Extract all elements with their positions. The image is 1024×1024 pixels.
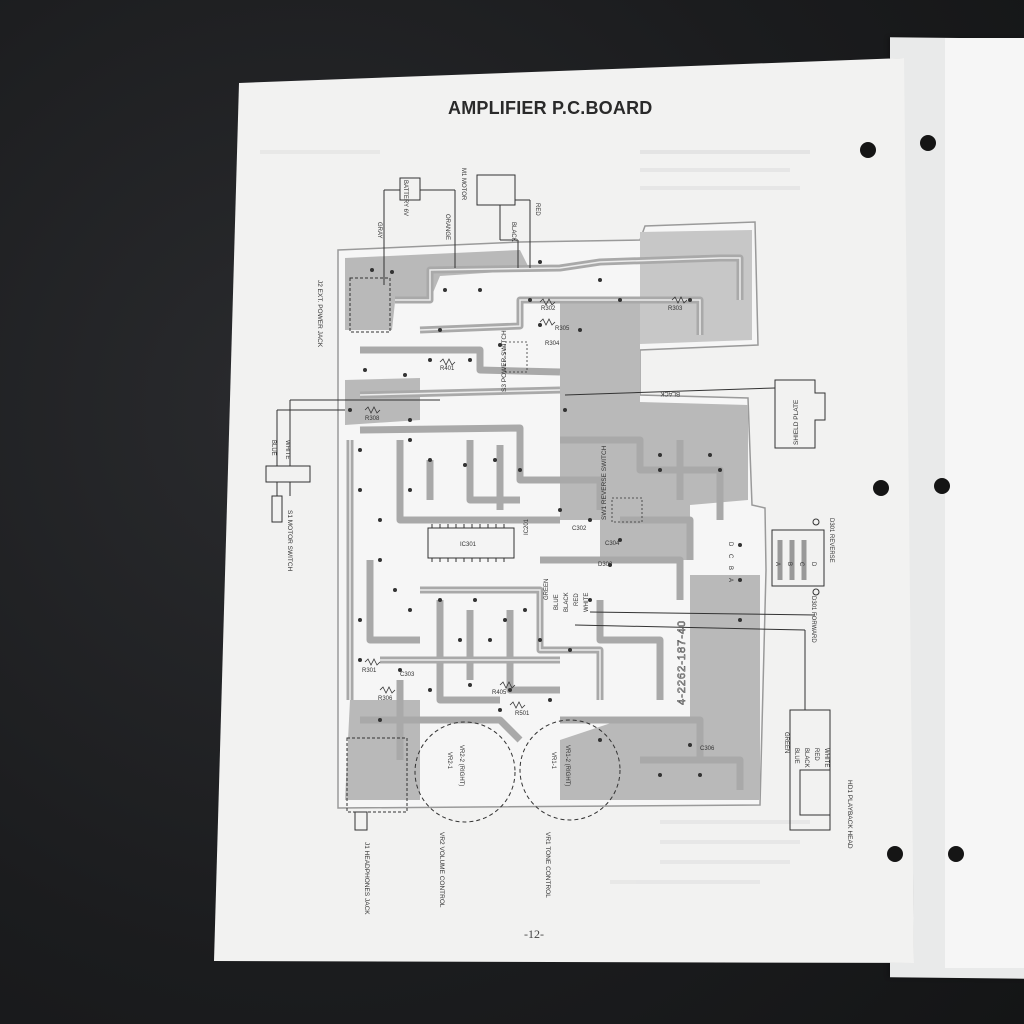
capacitor-label: C304 — [605, 541, 620, 547]
capacitor-label: C302 — [572, 526, 587, 532]
headphones-jack: J1 HEADPHONES JACK — [346, 737, 408, 915]
board-code: 4-2262-187-40 — [676, 620, 688, 705]
wire-label: BLUE — [270, 440, 276, 456]
motor-switch-label: S1 MOTOR SWITCH — [286, 510, 293, 572]
power-switch-label: S3 POWER SWITCH — [501, 330, 508, 392]
wire-label: RED — [534, 203, 540, 216]
wire-label: GREEN — [783, 732, 789, 753]
ext-power-jack-label: J2 EXT. POWER JACK — [316, 280, 323, 348]
wire-label: BLUE — [793, 748, 799, 764]
motor-switch: BLUE WHITE S1 MOTOR SWITCH — [265, 399, 440, 572]
page-number: -12- — [524, 927, 544, 941]
svg-text:GREEN: GREEN — [544, 579, 550, 600]
ic-label: IC301 — [460, 542, 477, 548]
svg-text:D: D — [727, 542, 733, 547]
volume-control-label: VR2 VOLUME CONTROL — [438, 832, 445, 908]
resistor-label: R501 — [515, 711, 530, 717]
playback-head-label: HD1 PLAYBACK HEAD — [846, 780, 853, 849]
capacitor-label: C303 — [400, 672, 415, 678]
wire-label: BLACK — [510, 222, 516, 242]
svg-text:VR1-1: VR1-1 — [550, 752, 556, 770]
ic-chip: IC301 — [427, 524, 515, 562]
svg-text:A: A — [727, 578, 733, 582]
wire-label: BLACK — [660, 390, 680, 396]
resistor-label: R305 — [555, 326, 570, 332]
wire-label: ORANGE — [444, 214, 450, 240]
solder-pads — [348, 260, 742, 777]
svg-text:VR2-1: VR2-1 — [446, 752, 452, 770]
resistor-label: R303 — [668, 306, 683, 312]
resistor-label: R401 — [440, 366, 455, 372]
bleed-through — [260, 150, 810, 884]
binder-hole-icon — [873, 480, 889, 496]
shield-plate-label: SHIELD PLATE — [793, 399, 800, 445]
wire-label: WHITE — [823, 748, 829, 767]
svg-text:B: B — [786, 562, 792, 566]
reverse-switch — [611, 497, 643, 523]
tone-pot: VR1-1 VR1-2 (RIGHT) VR1 TONE CONTROL — [519, 719, 621, 898]
resistor-label: R301 — [362, 668, 377, 674]
resistor-label: R308 — [365, 416, 380, 422]
battery-label: BATTERY 6V — [402, 180, 408, 216]
svg-text:C: C — [798, 562, 804, 567]
binder-hole-icon — [934, 478, 950, 494]
resistor-label: R405 — [492, 690, 507, 696]
d301-forward-label: D301 FORWARD — [810, 596, 816, 643]
binder-hole-icon — [860, 142, 876, 158]
wire-label: WHITE — [284, 440, 290, 459]
abcd-labels-board: A B C D — [727, 542, 733, 582]
battery-component: BATTERY 6V — [383, 177, 456, 285]
resistor-label: R304 — [545, 341, 560, 347]
ext-power-jack: J2 EXT. POWER JACK — [316, 277, 391, 348]
playback-head: GREEN BLUE BLACK RED WHITE HD1 PLAYBACK … — [574, 611, 853, 849]
svg-text:WHITE: WHITE — [584, 593, 590, 612]
svg-text:D: D — [810, 562, 816, 567]
motor-component: M1 MOTOR — [460, 168, 531, 268]
binder-hole-icon — [948, 846, 964, 862]
binder-hole-icon — [887, 846, 903, 862]
capacitor-label: C306 — [700, 746, 715, 752]
power-switch — [504, 341, 528, 373]
page-title: AMPLIFIER P.C.BOARD — [448, 98, 653, 118]
resistor-label: R306 — [378, 696, 393, 702]
mid-wire-labels: GREEN BLUE BLACK RED WHITE — [544, 579, 590, 612]
svg-text:BLACK: BLACK — [564, 592, 570, 612]
resistor-label: R302 — [541, 306, 556, 312]
diode-module: D301 REVERSE D301 FORWARD — [771, 518, 834, 643]
svg-text:BLUE: BLUE — [554, 594, 560, 610]
board-labels: R302 R303 R305 R304 R401 R308 R301 R306 … — [362, 306, 715, 752]
motor-label: M1 MOTOR — [460, 168, 466, 201]
wire-label: BLACK — [803, 748, 809, 768]
diode-label: D303 — [598, 562, 613, 568]
binder-hole-icon — [920, 135, 936, 151]
shield-plate: SHIELD PLATE BLACK — [564, 379, 826, 449]
svg-text:VR1-2 (RIGHT): VR1-2 (RIGHT) — [564, 745, 570, 786]
wire-label: RED — [813, 748, 819, 761]
headphones-jack-label: J1 HEADPHONES JACK — [363, 842, 370, 915]
facing-page-edge — [945, 38, 1024, 968]
svg-text:VR2-2 (RIGHT): VR2-2 (RIGHT) — [458, 745, 464, 786]
svg-text:RED: RED — [574, 593, 580, 606]
svg-text:A: A — [774, 562, 780, 566]
volume-pot: VR2-1 VR2-2 (RIGHT) VR2 VOLUME CONTROL — [414, 721, 516, 908]
resistor-symbols — [364, 296, 688, 709]
wire-label: GRAY — [376, 222, 382, 239]
ic-label: IC201 — [524, 518, 530, 535]
reverse-switch-label: SW1 REVERSE SWITCH — [601, 445, 608, 520]
svg-text:C: C — [727, 554, 733, 559]
trace-highlights — [349, 257, 741, 700]
d301-reverse-label: D301 REVERSE — [828, 518, 834, 563]
svg-text:B: B — [727, 566, 733, 570]
abcd-labels-module: A B C D — [774, 562, 816, 567]
tone-control-label: VR1 TONE CONTROL — [544, 832, 551, 898]
